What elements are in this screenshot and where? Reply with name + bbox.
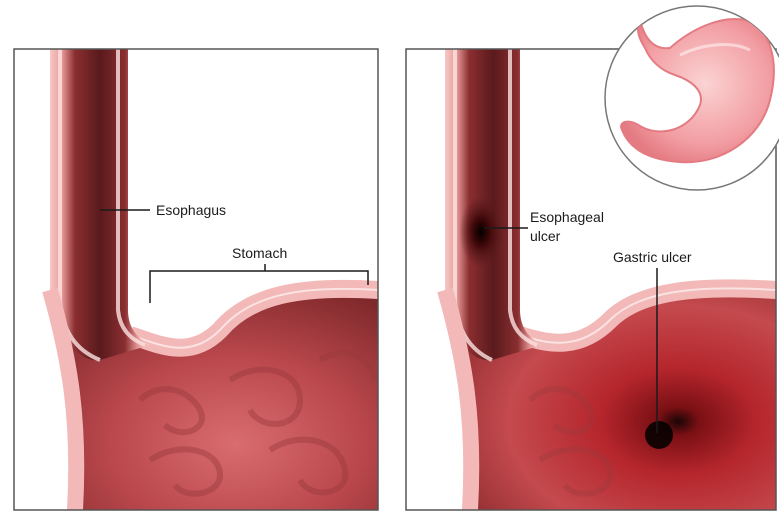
stomach-label: Stomach [232, 245, 287, 261]
left-panel [14, 49, 378, 510]
esophageal-ulcer-label-line1: Esophageal [530, 209, 604, 225]
gastric-ulcer-crater [645, 421, 673, 449]
gastric-ulcer-label: Gastric ulcer [613, 249, 692, 265]
stomach-inset [605, 6, 779, 190]
esophagus-label: Esophagus [156, 202, 226, 218]
esophageal-ulcer-label-line2: ulcer [530, 228, 561, 244]
esophageal-ulcer-spot [459, 196, 503, 268]
